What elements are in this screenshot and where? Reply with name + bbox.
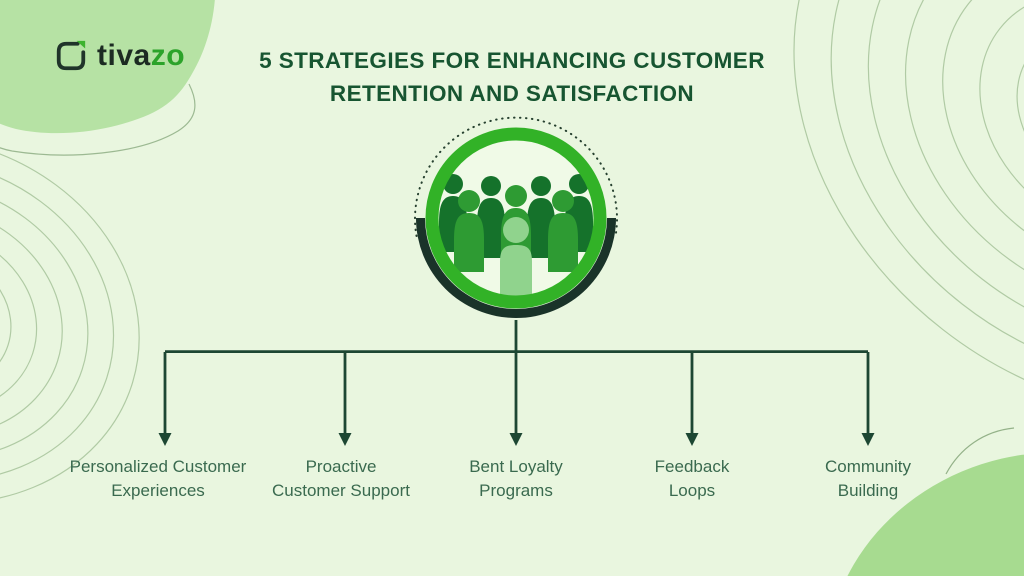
brand-wordmark: tivazo [97, 38, 185, 74]
green-ring [425, 127, 607, 309]
strategy-label-line2: Customer Support [272, 480, 410, 500]
brand-suffix: zo [150, 39, 186, 72]
connector-arrowheads [158, 433, 875, 446]
blob-top-left [0, 0, 215, 134]
strategy-label-line2: Building [837, 480, 899, 500]
strategy-label-line2: Loops [668, 480, 716, 500]
strategy-label-community-building: Community Building [748, 455, 988, 502]
strategy-label-personalized-customer-experiences: Personalized Customer Experiences [38, 455, 278, 502]
arrow-down-icon [509, 433, 523, 446]
strategy-label-feedback-loops: Feedback Loops [572, 455, 812, 502]
arrow-down-icon [158, 433, 172, 446]
contour-lines-top-right [793, 0, 1024, 416]
strategy-label-proactive-customer-support: Proactive Customer Support [221, 455, 461, 502]
arrow-down-icon [861, 433, 875, 446]
blob-outline-top-left [0, 83, 196, 156]
arrow-down-icon [685, 433, 699, 446]
strategy-label-line2: Programs [479, 480, 553, 500]
page-title-line2: RETENTION AND SATISFACTION [329, 81, 695, 106]
tivazo-square-mark-icon [56, 40, 86, 71]
people-group-icon [439, 174, 593, 296]
blob-bottom-right [827, 452, 1024, 576]
page-title: 5 STRATEGIES FOR ENHANCING CUSTOMER RETE… [140, 44, 884, 110]
strategy-label-line1: Proactive [305, 457, 377, 476]
arrow-down-icon [338, 433, 352, 446]
strategy-label-line1: Community [825, 457, 911, 476]
connector-tree [163, 320, 870, 435]
brand-prefix: tiva [97, 39, 151, 72]
strategy-label-line1: Personalized Customer [69, 457, 247, 476]
strategy-label-bent-loyalty-programs: Bent Loyalty Programs [396, 455, 636, 502]
brand-logo: tivazo [54, 38, 185, 74]
strategy-label-line2: Experiences [111, 480, 205, 500]
dotted-arc [414, 116, 618, 237]
strategy-label-line1: Bent Loyalty [469, 457, 563, 476]
page-title-line1: 5 STRATEGIES FOR ENHANCING CUSTOMER [259, 48, 765, 73]
blob-arc-bottom-right [945, 427, 1015, 475]
strategy-label-line1: Feedback [654, 457, 730, 476]
